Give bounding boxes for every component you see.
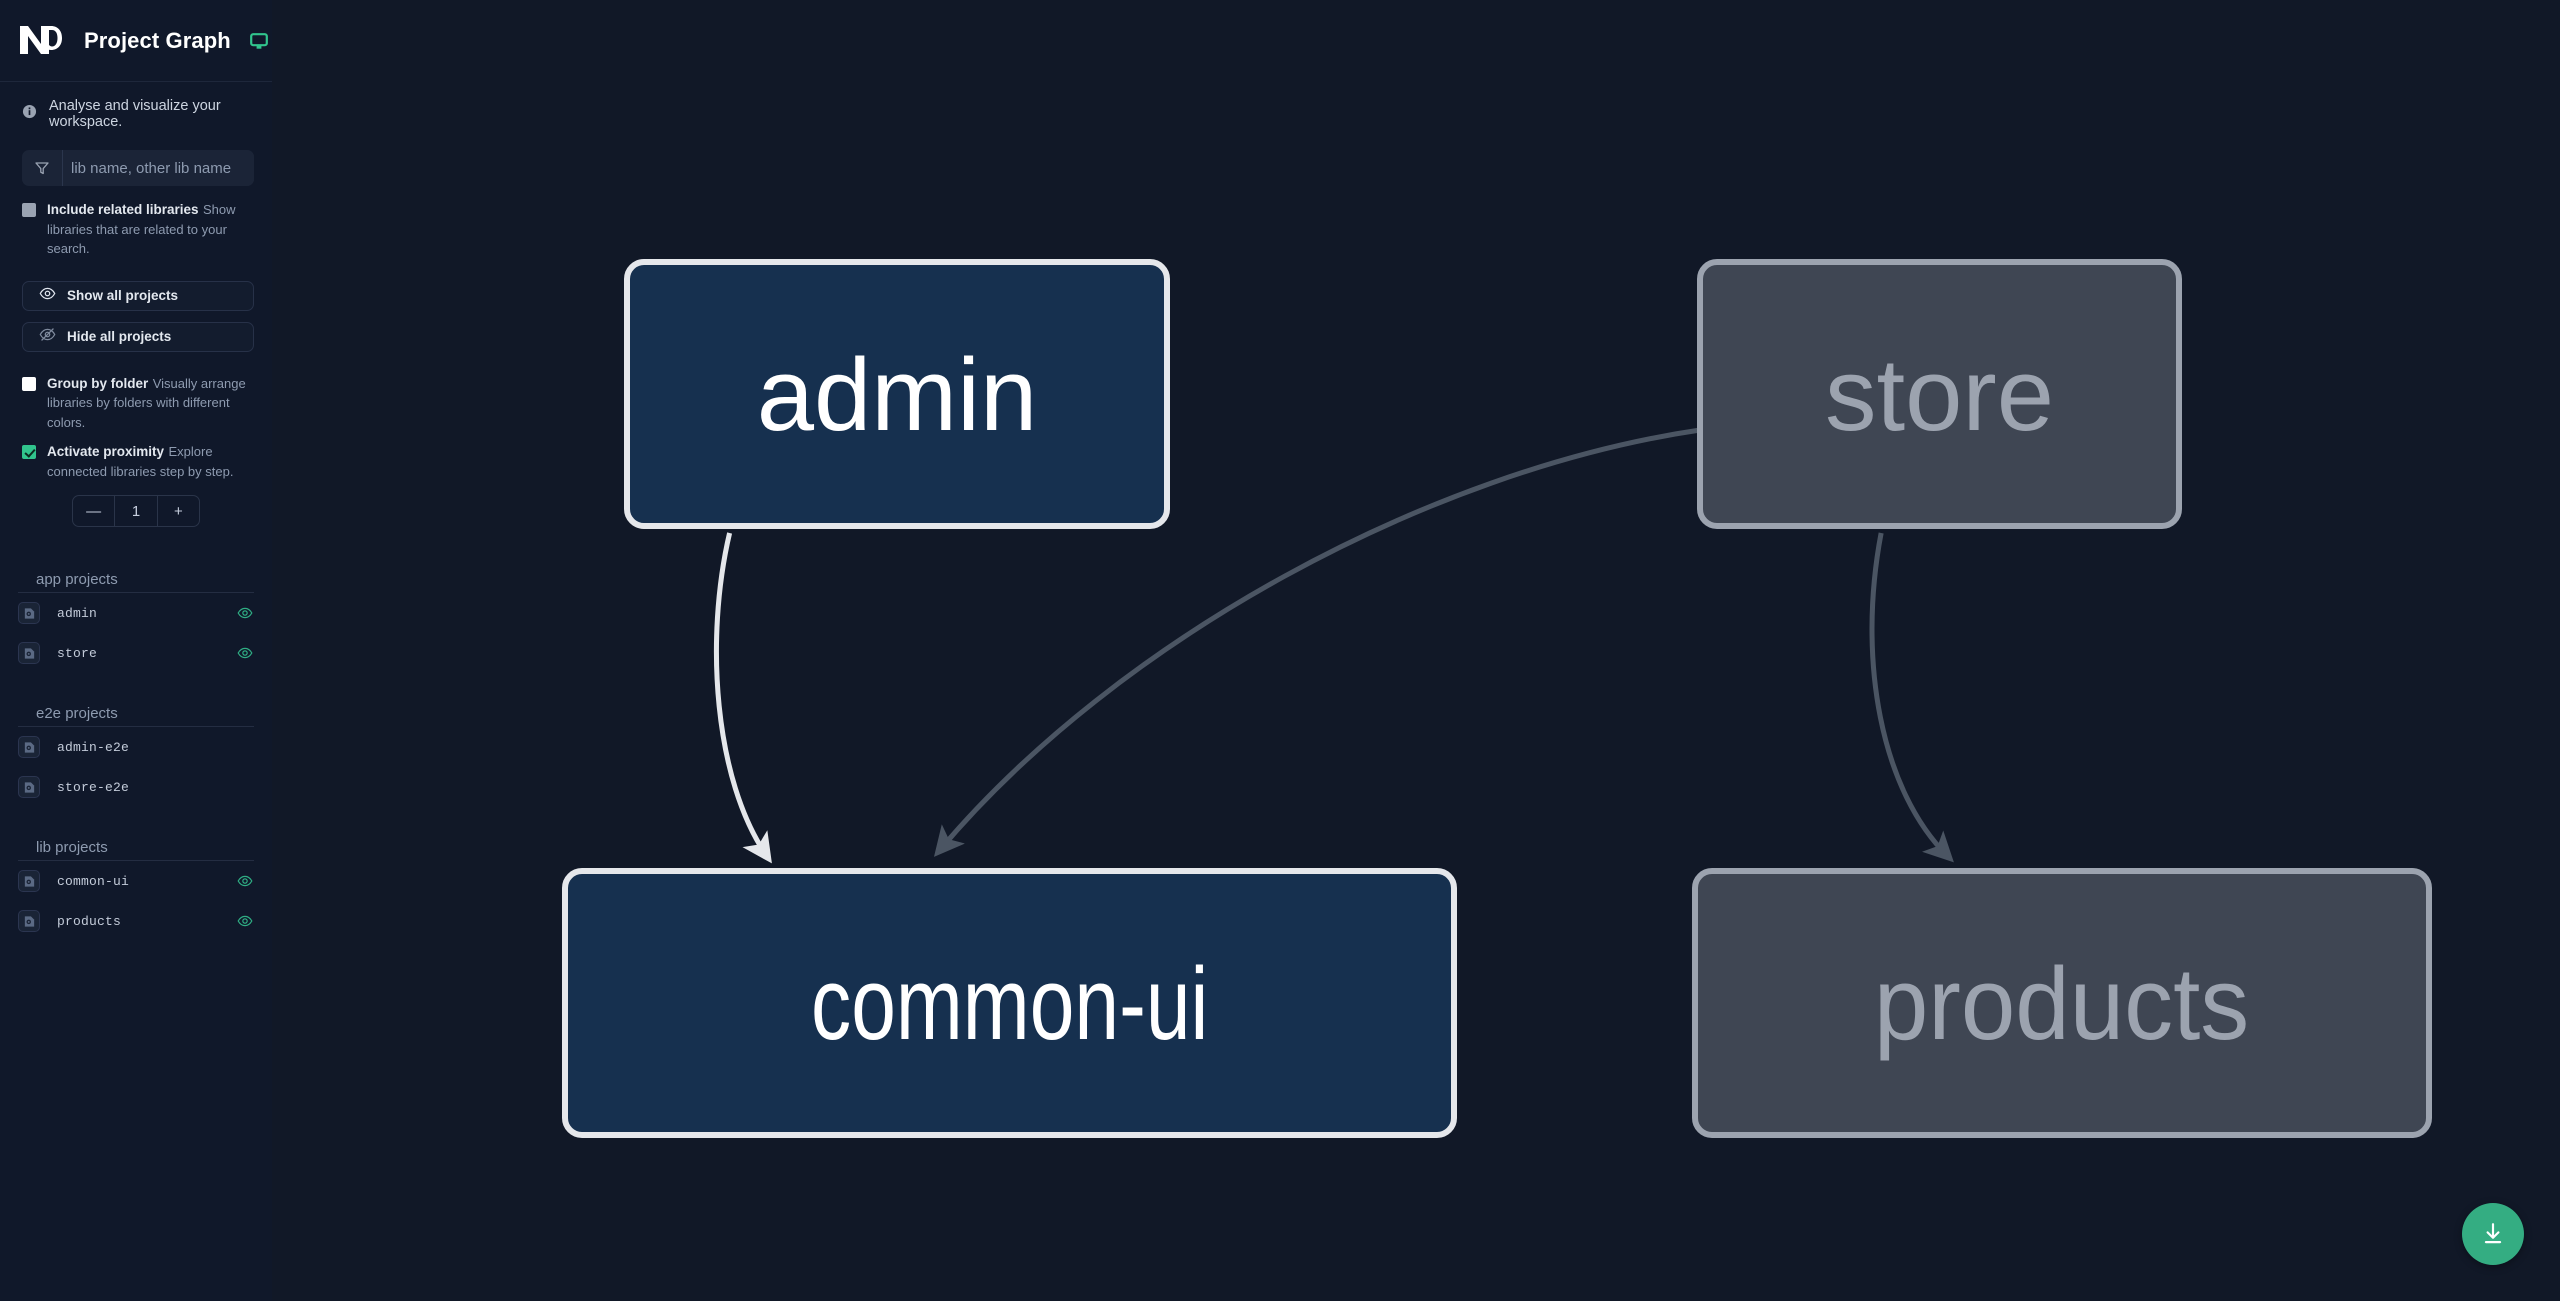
project-icon xyxy=(18,642,40,664)
graph-node-label: admin xyxy=(756,336,1038,452)
proximity-increment-button[interactable]: + xyxy=(173,502,183,520)
project-row-products[interactable]: products xyxy=(0,901,272,941)
option-description: Visually arrange libraries by folders wi… xyxy=(47,375,246,430)
show-all-projects-label: Show all projects xyxy=(67,288,179,303)
page-title: Project Graph xyxy=(84,27,231,53)
project-name: common-ui xyxy=(57,873,130,889)
project-name: products xyxy=(57,913,122,929)
project-visibility-eye-icon[interactable] xyxy=(236,913,254,929)
group-label-lib-projects: lib projects xyxy=(18,839,254,861)
project-visibility-eye-icon[interactable] xyxy=(236,645,254,661)
graph-node-admin[interactable]: admin xyxy=(624,259,1170,529)
eye-off-icon xyxy=(39,326,56,348)
project-icon xyxy=(18,736,40,758)
project-row-store-e2e[interactable]: store-e2e xyxy=(0,767,272,807)
search-input[interactable] xyxy=(62,150,254,186)
option-title: Activate proximity xyxy=(47,444,165,459)
sidebar-info: Analyse and visualize your workspace. xyxy=(0,82,272,144)
proximity-value: 1 xyxy=(114,496,158,526)
monitor-icon[interactable] xyxy=(249,31,269,51)
option-title: Include related libraries xyxy=(47,202,199,217)
project-icon xyxy=(18,602,40,624)
proximity-decrement-button[interactable]: — xyxy=(86,502,102,520)
search-box[interactable] xyxy=(22,150,254,186)
project-graph-canvas[interactable]: admin store common-ui products xyxy=(272,0,2560,1301)
filter-funnel-icon xyxy=(22,150,62,186)
info-icon xyxy=(22,104,37,124)
project-name: store-e2e xyxy=(57,779,130,795)
nx-logo-icon xyxy=(18,21,64,61)
eye-icon xyxy=(39,285,56,307)
edge-store-to-products xyxy=(1869,532,1954,863)
graph-node-label: store xyxy=(1825,336,2054,452)
group-label-app-projects: app projects xyxy=(18,571,254,593)
option-title: Group by folder xyxy=(47,375,149,391)
option-description: Show libraries that are related to your … xyxy=(47,202,236,256)
edge-store-to-common-ui xyxy=(933,427,1701,857)
group-by-folder-checkbox[interactable] xyxy=(22,376,36,391)
project-visibility-eye-icon[interactable] xyxy=(236,873,254,889)
graph-node-store[interactable]: store xyxy=(1697,259,2182,529)
project-row-admin-e2e[interactable]: admin-e2e xyxy=(0,727,272,767)
project-name: admin xyxy=(57,605,98,621)
hide-all-projects-button[interactable]: Hide all projects xyxy=(22,321,254,352)
graph-node-products[interactable]: products xyxy=(1692,868,2432,1138)
project-icon xyxy=(18,870,40,892)
activate-proximity-checkbox[interactable] xyxy=(22,445,36,459)
project-row-admin[interactable]: admin xyxy=(0,593,272,633)
include-related-libraries-checkbox[interactable] xyxy=(22,203,36,217)
graph-node-common-ui[interactable]: common-ui xyxy=(562,868,1457,1138)
option-description: Explore connected libraries step by step… xyxy=(47,444,234,479)
project-icon xyxy=(18,910,40,932)
sidebar: Project Graph Analyse and visualize your… xyxy=(0,0,272,1301)
graph-node-label: products xyxy=(1874,945,2250,1061)
project-visibility-eye-icon[interactable] xyxy=(236,605,254,621)
hide-all-projects-label: Hide all projects xyxy=(67,329,172,344)
option-include-related-libraries[interactable]: Include related libraries Show libraries… xyxy=(0,186,272,259)
sidebar-header: Project Graph xyxy=(0,0,272,82)
project-icon xyxy=(18,776,40,798)
project-name: store xyxy=(57,645,98,661)
project-row-store[interactable]: store xyxy=(0,633,272,673)
option-activate-proximity[interactable]: Activate proximity Explore connected lib… xyxy=(0,432,272,481)
download-graph-button[interactable] xyxy=(2462,1203,2524,1265)
group-label-e2e-projects: e2e projects xyxy=(18,705,254,727)
project-name: admin-e2e xyxy=(57,739,130,755)
download-icon xyxy=(2484,1223,2502,1244)
graph-node-label: common-ui xyxy=(810,945,1209,1061)
proximity-stepper[interactable]: — 1 + xyxy=(72,495,200,527)
info-text: Analyse and visualize your workspace. xyxy=(49,98,221,130)
option-group-by-folder[interactable]: Group by folder Visually arrange librari… xyxy=(0,352,272,433)
project-row-common-ui[interactable]: common-ui xyxy=(0,861,272,901)
show-all-projects-button[interactable]: Show all projects xyxy=(22,280,254,311)
edge-admin-to-common-ui xyxy=(713,532,772,864)
graph-edges xyxy=(713,427,1954,864)
